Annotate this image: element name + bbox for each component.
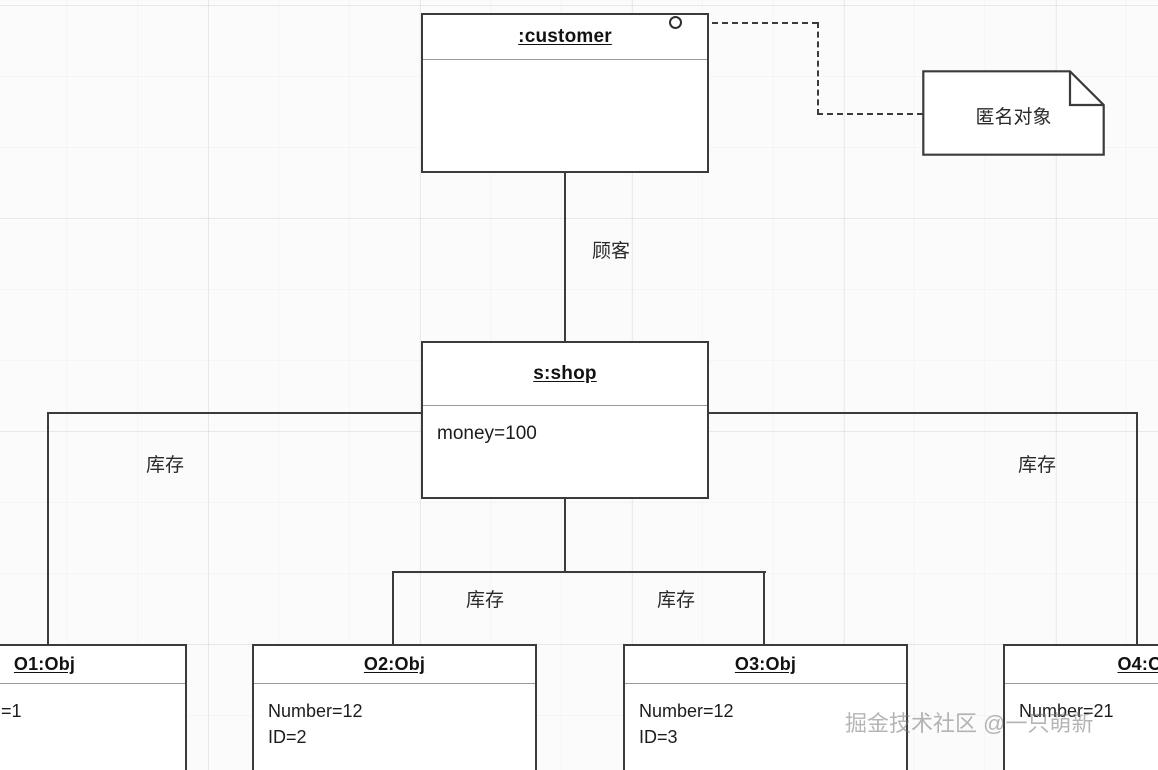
note-shape <box>922 70 1105 156</box>
object-node-customer[interactable]: :customer <box>421 13 709 173</box>
object-node-o2-attribute-2: ID=2 <box>268 727 307 748</box>
edge-branch-to-o2 <box>392 571 395 645</box>
edge-shop-bottom-stem <box>564 498 567 573</box>
object-node-o4-attributes: Number=21 <box>1005 684 1158 724</box>
note-link-segment-vertical <box>817 22 819 115</box>
object-node-o3[interactable]: O3:Obj Number=12 ID=3 <box>623 644 908 770</box>
edge-branch-to-o3 <box>763 571 766 645</box>
object-node-o1-attribute: =1 <box>1 701 22 721</box>
object-node-o3-attribute-2: ID=3 <box>639 727 678 748</box>
object-node-customer-header: :customer <box>423 15 707 60</box>
object-node-o2-header: O2:Obj <box>254 646 535 684</box>
edge-label-shop-o1: 库存 <box>146 455 185 476</box>
object-node-o1[interactable]: O1:Obj =1 <box>0 644 187 770</box>
edge-label-shop-o4: 库存 <box>1018 455 1057 476</box>
object-node-o3-attributes: Number=12 ID=3 <box>625 684 906 750</box>
object-node-o4-title: O4:Ob <box>1117 654 1158 674</box>
note-anonymous-object[interactable]: 匿名对象 <box>922 70 1105 156</box>
edge-label-customer-shop: 顾客 <box>592 241 631 262</box>
object-node-o3-title: O3:Obj <box>734 654 797 674</box>
object-node-o4-attribute-1: Number=21 <box>1019 701 1114 721</box>
edge-shop-to-o1-horizontal <box>47 412 425 415</box>
edge-branch-bar <box>392 571 766 574</box>
object-node-customer-title: :customer <box>518 26 612 47</box>
watermark-text: 掘金技术社区 @一只萌新 <box>845 711 1094 736</box>
object-node-shop-title: s:shop <box>533 363 597 384</box>
object-node-shop-header: s:shop <box>423 343 707 406</box>
edge-shop-to-o4-horizontal <box>706 412 1138 415</box>
note-link-segment-top <box>682 22 818 24</box>
object-node-customer-attributes <box>423 60 707 72</box>
object-node-o2[interactable]: O2:Obj Number=12 ID=2 <box>252 644 537 770</box>
object-node-o2-attributes: Number=12 ID=2 <box>254 684 535 750</box>
object-node-o2-title: O2:Obj <box>363 654 426 674</box>
note-anchor-circle <box>669 16 682 29</box>
note-text: 匿名对象 <box>975 107 1052 128</box>
note-link-segment-bottom <box>817 113 923 115</box>
object-node-o1-attributes: =1 <box>0 684 185 724</box>
object-node-shop-attributes: money=100 <box>423 406 707 448</box>
object-node-o1-title: O1:Obj <box>13 654 76 674</box>
object-node-shop-attribute: money=100 <box>437 423 537 444</box>
edge-customer-to-shop <box>564 173 567 343</box>
object-node-o4-header: O4:Ob <box>1005 646 1158 684</box>
object-node-o3-attribute-1: Number=12 <box>639 701 734 721</box>
object-node-o4[interactable]: O4:Ob Number=21 <box>1003 644 1158 770</box>
edge-label-shop-o2: 库存 <box>466 590 505 611</box>
object-node-shop[interactable]: s:shop money=100 <box>421 341 709 499</box>
edge-shop-to-o1-vertical <box>47 412 50 645</box>
edge-shop-to-o4-vertical <box>1136 412 1139 645</box>
object-node-o3-header: O3:Obj <box>625 646 906 684</box>
object-node-o2-attribute-1: Number=12 <box>268 701 363 721</box>
edge-label-shop-o3: 库存 <box>657 590 696 611</box>
object-node-o1-header: O1:Obj <box>0 646 185 684</box>
